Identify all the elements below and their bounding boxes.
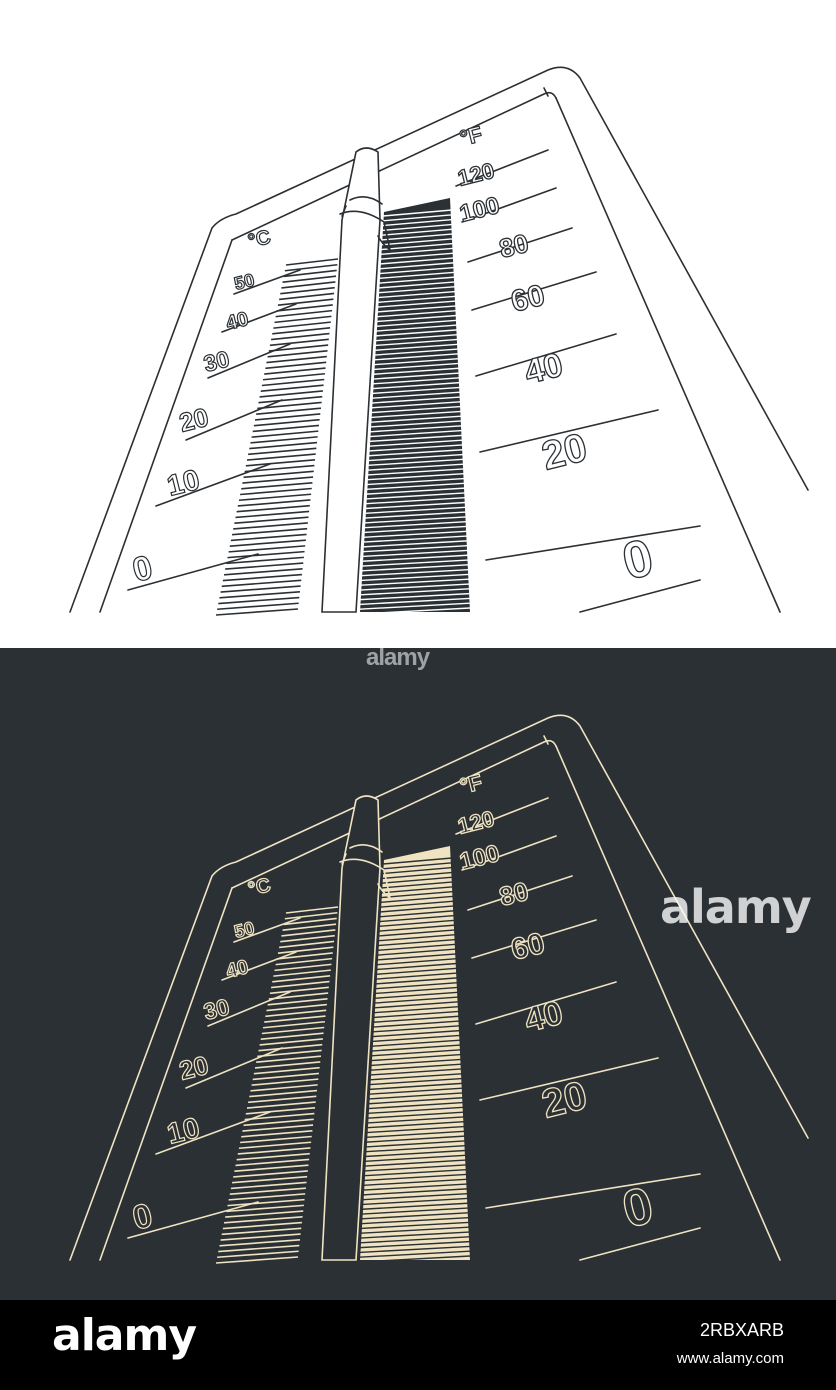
fahrenheit-label-120: 120 — [455, 158, 497, 191]
footer-bar: alamy 2RBXARB www.alamy.com — [0, 1300, 836, 1390]
celsius-label-50: 50 — [232, 270, 256, 294]
celsius-major-tick-1 — [221, 303, 297, 333]
bottom-right-scale-line — [579, 1227, 701, 1261]
fahrenheit-major-tick-0 — [455, 797, 549, 835]
celsius-label-30: 30 — [201, 345, 232, 376]
fahrenheit-label-120: 120 — [455, 806, 497, 839]
thermometer-housing-outline — [69, 714, 809, 1261]
fahrenheit-major-tick-0 — [455, 149, 549, 187]
celsius-label-0: 0 — [129, 548, 157, 589]
tube-clip-top — [349, 844, 383, 853]
celsius-label-0: 0 — [129, 1196, 157, 1237]
celsius-graduations — [215, 906, 339, 1264]
mercury-graduations — [358, 857, 471, 1263]
tube-clip-detail — [341, 205, 347, 217]
fahrenheit-major-tick-6 — [485, 525, 701, 561]
mercury-graduations — [358, 209, 471, 615]
celsius-major-tick-4 — [155, 1111, 271, 1155]
celsius-major-tick-0 — [233, 269, 301, 295]
celsius-label-10: 10 — [164, 464, 203, 503]
glass-tube — [321, 147, 381, 613]
bottom-right-scale-line — [579, 579, 701, 613]
fahrenheit-label-100: 100 — [457, 840, 502, 876]
celsius-label-40: 40 — [224, 956, 251, 983]
celsius-label-10: 10 — [164, 1112, 203, 1151]
housing-right-front-edge — [555, 745, 781, 1261]
housing-top-inner-edge — [231, 739, 557, 889]
celsius-label-40: 40 — [224, 308, 251, 335]
fahrenheit-label-40: 40 — [521, 994, 567, 1040]
fahrenheit-label-60: 60 — [508, 279, 548, 319]
footer-logo: alamy — [52, 1310, 197, 1361]
celsius-major-tick-5 — [127, 553, 259, 591]
thermometer-housing-outline — [69, 66, 809, 613]
celsius-unit-label: °C — [246, 874, 273, 901]
tube-clip-bracket — [339, 858, 392, 900]
fahrenheit-major-tick-2 — [467, 875, 573, 911]
celsius-major-tick-0 — [233, 917, 301, 943]
celsius-major-tick-2 — [207, 991, 291, 1027]
fahrenheit-label-20: 20 — [538, 425, 592, 478]
fahrenheit-major-tick-6 — [485, 1173, 701, 1209]
celsius-major-tick-1 — [221, 951, 297, 981]
image-id: 2RBXARB — [699, 1320, 784, 1340]
fahrenheit-major-tick-5 — [479, 409, 659, 453]
fahrenheit-label-100: 100 — [457, 192, 502, 228]
celsius-graduations — [215, 258, 339, 616]
celsius-major-tick-5 — [127, 1201, 259, 1239]
tube-clip-detail — [341, 853, 347, 865]
fahrenheit-major-tick-1 — [461, 187, 557, 223]
celsius-label-30: 30 — [201, 993, 232, 1024]
fahrenheit-major-tick-4 — [475, 981, 617, 1025]
celsius-label-50: 50 — [232, 918, 256, 942]
fahrenheit-label-40: 40 — [521, 346, 567, 392]
fahrenheit-label-0: 0 — [617, 528, 659, 591]
fahrenheit-major-tick-2 — [467, 227, 573, 263]
tube-clip-top — [349, 196, 383, 205]
fahrenheit-label-0: 0 — [617, 1176, 659, 1239]
glass-tube — [321, 795, 381, 1261]
fahrenheit-label-80: 80 — [496, 228, 531, 264]
fahrenheit-major-tick-3 — [471, 919, 597, 959]
tube-clip-bracket — [339, 210, 392, 252]
fahrenheit-label-20: 20 — [538, 1073, 592, 1126]
fahrenheit-label-60: 60 — [508, 927, 548, 967]
fahrenheit-major-tick-1 — [461, 835, 557, 871]
fahrenheit-unit-label: °F — [457, 121, 485, 151]
housing-corner-detail — [543, 735, 549, 745]
celsius-major-tick-2 — [207, 343, 291, 379]
housing-right-front-edge — [555, 97, 781, 613]
fahrenheit-major-tick-5 — [479, 1057, 659, 1101]
housing-top-inner-edge — [231, 91, 557, 241]
celsius-major-tick-4 — [155, 463, 271, 507]
housing-inner-left-edge — [99, 239, 233, 613]
celsius-unit-label: °C — [246, 226, 273, 253]
fahrenheit-unit-label: °F — [457, 769, 485, 799]
footer-url: www.alamy.com — [676, 1350, 784, 1367]
housing-corner-detail — [543, 87, 549, 97]
fahrenheit-major-tick-3 — [471, 271, 597, 311]
fahrenheit-label-80: 80 — [496, 876, 531, 912]
celsius-major-tick-3 — [185, 399, 283, 441]
housing-inner-left-edge — [99, 887, 233, 1261]
fahrenheit-major-tick-4 — [475, 333, 617, 377]
celsius-major-tick-3 — [185, 1047, 283, 1089]
